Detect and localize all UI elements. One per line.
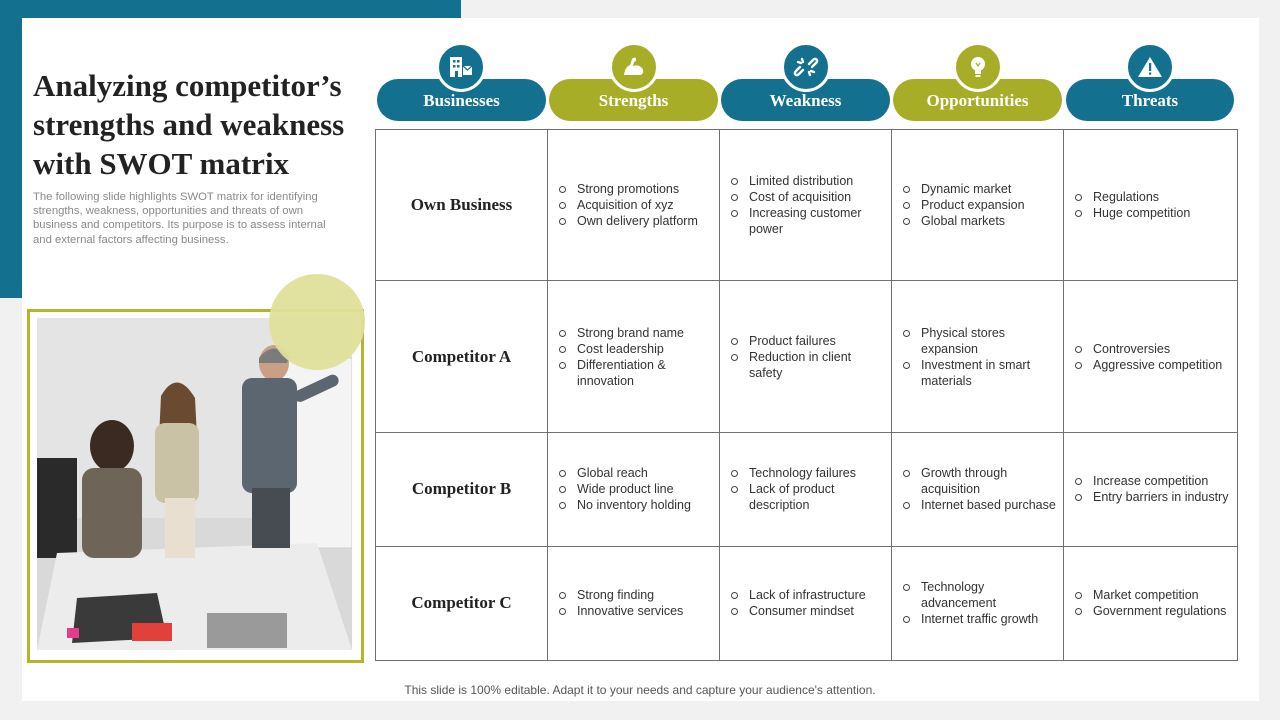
meeting-photo [37, 318, 352, 650]
list-item: Aggressive competition [1074, 357, 1231, 373]
list-item: Consumer mindset [730, 603, 885, 619]
header-opportunities: Opportunities [893, 79, 1062, 121]
opportunities-cell: Technology advancement Internet traffic … [891, 545, 1064, 662]
list-item: Cost of acquisition [730, 189, 885, 205]
list-item: No inventory holding [558, 497, 713, 513]
list-item: Lack of product description [730, 481, 885, 513]
list-item: Acquisition of xyz [558, 197, 713, 213]
building-icon [436, 42, 486, 92]
list-item: Growth through acquisition [902, 465, 1057, 497]
strengths-cell: Strong brand name Cost leadership Differ… [547, 280, 720, 433]
list-item: Limited distribution [730, 173, 885, 189]
list-item: Global reach [558, 465, 713, 481]
threats-cell: Increase competition Entry barriers in i… [1063, 431, 1238, 547]
header-label: Opportunities [926, 91, 1029, 110]
weakness-cell: Lack of infrastructure Consumer mindset [719, 545, 892, 662]
list-item: Strong brand name [558, 325, 713, 341]
strengths-cell: Strong promotions Acquisition of xyz Own… [547, 128, 720, 282]
weakness-cell: Technology failures Lack of product desc… [719, 431, 892, 547]
list-item: Regulations [1074, 189, 1231, 205]
decorative-circle [269, 274, 365, 370]
threats-cell: Market competition Government regulation… [1063, 545, 1238, 662]
weakness-cell: Product failures Reduction in client saf… [719, 280, 892, 433]
list-item: Technology failures [730, 465, 885, 481]
strengths-cell: Strong finding Innovative services [547, 545, 720, 662]
list-item: Investment in smart materials [902, 357, 1057, 389]
header-strengths: Strengths [549, 79, 718, 121]
list-item: Product expansion [902, 197, 1057, 213]
slide-description: The following slide highlights SWOT matr… [33, 191, 326, 246]
weakness-cell: Limited distribution Cost of acquisition… [719, 128, 892, 282]
header-businesses: Businesses [377, 79, 546, 121]
list-item: Increasing customer power [730, 205, 885, 237]
list-item: Cost leadership [558, 341, 713, 357]
list-item: Entry barriers in industry [1074, 489, 1231, 505]
table-row: Competitor A Strong brand name Cost lead… [375, 280, 1238, 433]
header-label: Strengths [598, 91, 669, 110]
threats-cell: Regulations Huge competition [1063, 128, 1238, 282]
row-label: Competitor A [375, 280, 548, 433]
table-row: Competitor C Strong finding Innovative s… [375, 545, 1238, 662]
header-weakness: Weakness [721, 79, 890, 121]
list-item: Wide product line [558, 481, 713, 497]
slide-title: Analyzing competitor’s strengths and wea… [33, 68, 345, 181]
list-item: Internet traffic growth [902, 611, 1057, 627]
opportunities-cell: Physical stores expansion Investment in … [891, 280, 1064, 433]
threats-cell: Controversies Aggressive competition [1063, 280, 1238, 433]
list-item: Increase competition [1074, 473, 1231, 489]
opportunities-cell: Growth through acquisition Internet base… [891, 431, 1064, 547]
list-item: Controversies [1074, 341, 1231, 357]
list-item: Strong finding [558, 587, 713, 603]
warning-icon [1125, 42, 1175, 92]
header-label: Threats [1121, 91, 1179, 110]
list-item: Product failures [730, 333, 885, 349]
strengths-cell: Global reach Wide product line No invent… [547, 431, 720, 547]
list-item: Huge competition [1074, 205, 1231, 221]
swot-matrix: Own Business Strong promotions Acquisiti… [375, 128, 1238, 662]
row-label: Competitor C [375, 545, 548, 662]
list-item: Internet based purchase [902, 497, 1057, 513]
row-label: Competitor B [375, 431, 548, 547]
list-item: Lack of infrastructure [730, 587, 885, 603]
list-item: Dynamic market [902, 181, 1057, 197]
list-item: Reduction in client safety [730, 349, 885, 381]
opportunities-cell: Dynamic market Product expansion Global … [891, 128, 1064, 282]
list-item: Government regulations [1074, 603, 1231, 619]
list-item: Own delivery platform [558, 213, 713, 229]
table-row: Competitor B Global reach Wide product l… [375, 431, 1238, 547]
list-item: Physical stores expansion [902, 325, 1057, 357]
list-item: Technology advancement [902, 579, 1057, 611]
list-item: Differentiation & innovation [558, 357, 713, 389]
flexed-arm-icon [609, 42, 659, 92]
list-item: Innovative services [558, 603, 713, 619]
list-item: Strong promotions [558, 181, 713, 197]
table-row: Own Business Strong promotions Acquisiti… [375, 128, 1238, 282]
footer-note: This slide is 100% editable. Adapt it to… [404, 683, 876, 697]
list-item: Global markets [902, 213, 1057, 229]
lightbulb-icon [953, 42, 1003, 92]
header-label: Businesses [423, 91, 500, 110]
row-label: Own Business [375, 128, 548, 282]
header-label: Weakness [769, 91, 842, 110]
list-item: Market competition [1074, 587, 1231, 603]
broken-link-icon [781, 42, 831, 92]
